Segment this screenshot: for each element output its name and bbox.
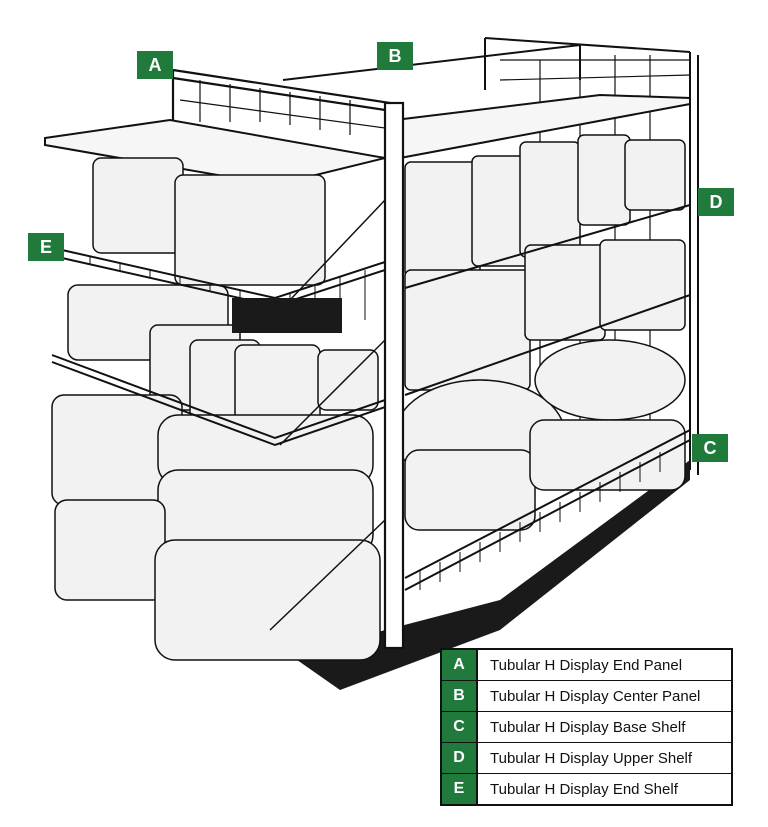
top-end-shelf [44, 118, 386, 187]
legend-key: D [442, 743, 478, 773]
legend-label: Tubular H Display Upper Shelf [490, 749, 693, 767]
interior-shadow [232, 298, 342, 333]
right-shelves [404, 204, 691, 591]
left-towels [51, 157, 381, 661]
braces [269, 199, 386, 631]
parts-legend: A Tubular H Display End Panel B Tubular … [440, 648, 733, 806]
legend-row: E Tubular H Display End Shelf [442, 774, 731, 804]
callout-e: E [28, 233, 64, 261]
callout-b: B [377, 42, 413, 70]
legend-label: Tubular H Display Base Shelf [490, 718, 686, 736]
callout-a: A [137, 51, 173, 79]
legend-key: C [442, 712, 478, 742]
right-towels [394, 134, 686, 531]
legend-key: B [442, 681, 478, 711]
base-grid [419, 452, 661, 590]
end-panel-grid [179, 80, 386, 135]
legend-label: Tubular H Display End Panel [490, 656, 683, 674]
legend-row: C Tubular H Display Base Shelf [442, 712, 731, 743]
legend-key: A [442, 650, 478, 680]
legend-row: D Tubular H Display Upper Shelf [442, 743, 731, 774]
callout-c: C [692, 434, 728, 462]
legend-row: A Tubular H Display End Panel [442, 650, 731, 681]
legend-row: B Tubular H Display Center Panel [442, 681, 731, 712]
legend-label: Tubular H Display End Shelf [490, 780, 678, 798]
legend-key: E [442, 774, 478, 804]
lower-left-shelf [51, 354, 386, 447]
legend-label: Tubular H Display Center Panel [490, 687, 701, 705]
callout-d: D [698, 188, 734, 216]
